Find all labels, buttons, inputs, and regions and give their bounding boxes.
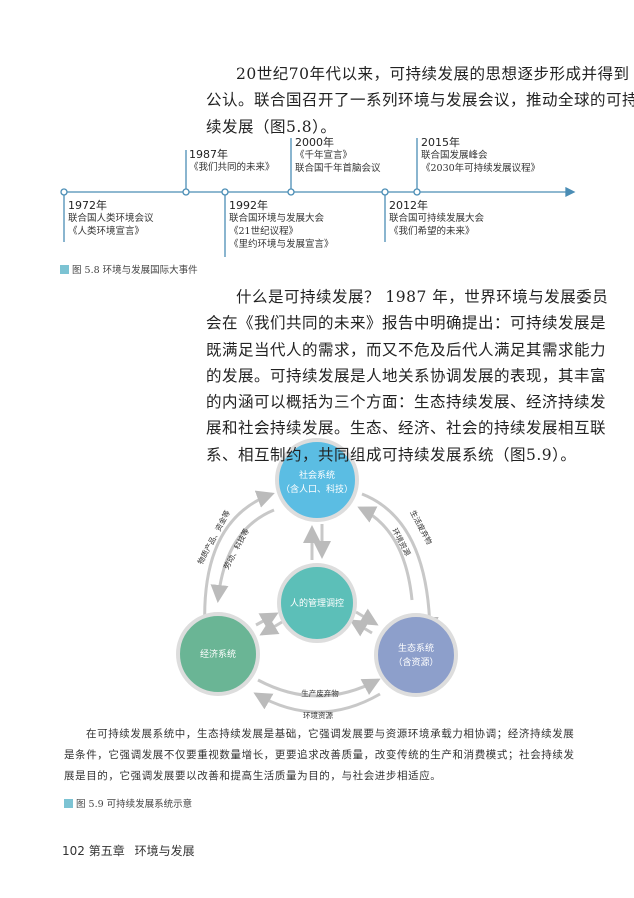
chapter-title: 环境与发展 <box>134 844 195 858</box>
timeline-node <box>60 188 68 196</box>
arrow <box>357 506 414 601</box>
figure-note: 在可持续发展系统中，生态持续发展是基础，它强调发展要与资源环境承载力相协调；经济… <box>64 724 574 787</box>
text-line: 什么是可持续发展？ 1987 年，世界环境与发展委员 <box>236 288 609 306</box>
intro-paragraph: 20世纪70年代以来，可持续发展的思想逐步形成并得到 公认。联合国召开了一系列环… <box>206 61 634 140</box>
text-line: 20世纪70年代以来，可持续发展的思想逐步形成并得到 <box>236 65 630 83</box>
arrow-icon <box>565 186 576 198</box>
text-line: 公认。联合国召开了一系列环境与发展会议，推动全球的可持 <box>206 91 634 110</box>
arrow <box>349 619 373 637</box>
timeline-event-1987: 1987年《我们共同的未来》 <box>189 148 275 173</box>
definition-paragraph: 什么是可持续发展？ 1987 年，世界环境与发展委员 会在《我们共同的未来》报告… <box>206 284 609 468</box>
arrow <box>210 508 275 603</box>
text-line: 展和社会持续发展。生态、经济、社会的持续发展相互联 <box>206 419 607 438</box>
arrow <box>203 490 275 631</box>
text-line: 是条件，它强调发展不仅要重视数量增长，更要追求改善质量，改变传统的生产和消费模式… <box>64 749 575 761</box>
text-line: 会在《我们共同的未来》报告中明确提出：可持续发展是 <box>206 314 607 333</box>
economic-system-label: 经济系统 <box>200 648 236 660</box>
page-footer: 102 第五章 环境与发展 <box>62 842 195 859</box>
text-line: 展是目的，它强调发展要以改善和提高生活质量为目的，与社会进步相适应。 <box>64 770 442 782</box>
text-line: 在可持续发展系统中，生态持续发展是基础，它强调发展要与资源环境承载力相协调；经济… <box>86 728 575 740</box>
page-number: 102 <box>62 844 85 858</box>
text-line: 的发展。可持续发展是人地关系协调发展的表现，其丰富 <box>206 366 607 385</box>
timeline-event-2000: 2000年《千年宣言》联合国千年首脑会议 <box>295 136 381 174</box>
arrow <box>259 618 283 636</box>
arrow <box>361 492 439 635</box>
timeline <box>60 138 576 257</box>
arrow <box>253 692 381 714</box>
ecological-system-label: 生态系统 <box>398 642 434 654</box>
economic-system-circle <box>176 612 260 696</box>
timeline-event-1992: 1992年联合国环境与发展大会《21世纪议程》《里约环境与发展宣言》 <box>229 199 334 250</box>
social-system-circle <box>275 438 359 522</box>
text-line: 既满足当代人的需求，而又不危及后代人满足其需求能力 <box>206 340 607 359</box>
chapter-label: 第五章 <box>88 844 125 858</box>
figure-caption-5-9: 图 5.9 可持续发展系统示意 <box>64 796 192 810</box>
arrow <box>257 678 381 698</box>
ecological-system-circle <box>374 613 458 697</box>
flow-label: 环境资源 <box>303 710 333 720</box>
arrow <box>255 612 279 630</box>
flow-label: 生产废弃物 <box>301 688 339 698</box>
text-line: 的内涵可以概括为三个方面：生态持续发展、经济持续发 <box>206 393 607 412</box>
text-line: 系、相互制约，共同组成可持续发展系统（图5.9）。 <box>206 445 577 464</box>
figure-caption-5-8: 图 5.8 环境与发展国际大事件 <box>60 262 198 276</box>
text-line: 续发展（图5.8）。 <box>206 117 337 136</box>
timeline-event-1972: 1972年联合国人类环境会议《人类环境宣言》 <box>68 199 154 237</box>
timeline-node <box>381 188 389 196</box>
management-circle <box>277 563 357 643</box>
management-label: 人的管理调控 <box>290 597 344 609</box>
timeline-event-2012: 2012年联合国可持续发展大会《我们希望的未来》 <box>389 199 485 237</box>
social-system-sublabel: （含人口、科技） <box>281 483 353 495</box>
timeline-node <box>413 188 421 196</box>
timeline-node <box>182 188 190 196</box>
ecological-system-sublabel: （含资源） <box>393 656 438 668</box>
arrow <box>355 608 379 626</box>
system-diagram: 社会系统 （含人口、科技） 人的管理调控 经济系统 生态系统 （含资源） 物质产… <box>176 438 458 720</box>
timeline-node <box>221 188 229 196</box>
timeline-event-2015: 2015年联合国发展峰会《2030年可持续发展议程》 <box>421 136 541 174</box>
social-system-label: 社会系统 <box>299 469 335 481</box>
timeline-node <box>287 188 295 196</box>
